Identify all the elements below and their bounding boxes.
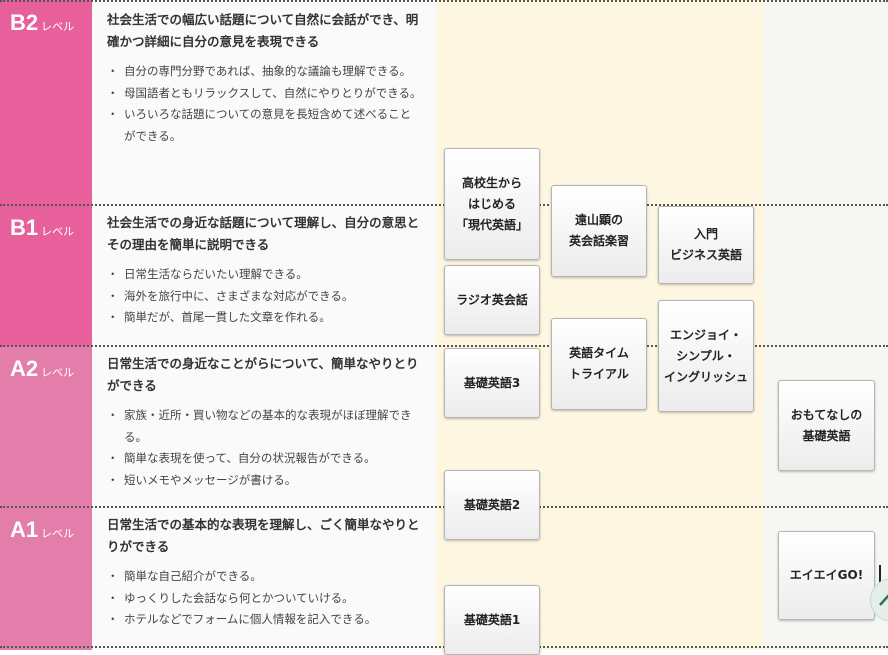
- level-a2-can-do-list: 家族・近所・買い物などの基本的な表現がほぼ理解できる。 簡単な表現を使って、自分…: [107, 405, 422, 491]
- list-item: 日常生活ならだいたい理解できる。: [107, 264, 422, 286]
- level-b2-code: B2: [10, 10, 39, 35]
- course-kiso-eigo-3-button[interactable]: 基礎英語3: [444, 348, 540, 418]
- course-radio-eikaiwa-button[interactable]: ラジオ英会話: [444, 265, 540, 335]
- course-nyumon-business-button[interactable]: 入門 ビジネス英語: [658, 206, 754, 284]
- list-item: 短いメモやメッセージが書ける。: [107, 470, 422, 492]
- course-kiso-eigo-2-button[interactable]: 基礎英語2: [444, 470, 540, 540]
- course-label: 基礎英語2: [463, 497, 521, 512]
- level-a2-code: A2: [10, 356, 39, 381]
- course-label: 入門 ビジネス英語: [669, 227, 742, 262]
- course-label: 基礎英語1: [463, 612, 521, 627]
- list-item: 簡単な自己紹介ができる。: [107, 566, 422, 588]
- course-omotenashi-button[interactable]: おもてなしの 基礎英語: [778, 380, 875, 471]
- list-item: 簡単な表現を使って、自分の状況報告ができる。: [107, 448, 422, 470]
- course-eigo-time-trial-button[interactable]: 英語タイム トライアル: [551, 318, 647, 410]
- list-item: 家族・近所・買い物などの基本的な表現がほぼ理解できる。: [107, 405, 422, 448]
- course-eieigo-button[interactable]: エイエイGO!: [778, 531, 875, 620]
- course-label: 英語タイム トライアル: [569, 346, 629, 381]
- course-toyama-eikaiwa-button[interactable]: 遠山顕の 英会話楽習: [551, 185, 647, 277]
- list-item: ゆっくりした会話なら何とかついていける。: [107, 588, 422, 610]
- level-a1-can-do-list: 簡単な自己紹介ができる。 ゆっくりした会話なら何とかついていける。 ホテルなどで…: [107, 566, 422, 631]
- level-b1-suffix: レベル: [41, 225, 75, 238]
- level-a2-description: 日常生活での身近なことがらについて、簡単なやりとりができる 家族・近所・買い物な…: [107, 353, 422, 491]
- level-b2-heading: 社会生活での幅広い話題について自然に会話ができ、明確かつ詳細に自分の意見を表現で…: [107, 12, 419, 49]
- course-gendai-eigo-button[interactable]: 高校生から はじめる 「現代英語」: [444, 148, 540, 260]
- level-b1-description: 社会生活での身近な話題について理解し、自分の意思とその理由を簡単に説明できる 日…: [107, 212, 422, 329]
- course-label: エイエイGO!: [789, 568, 864, 582]
- level-b1-heading: 社会生活での身近な話題について理解し、自分の意思とその理由を簡単に説明できる: [107, 215, 420, 252]
- text-cursor: [879, 565, 881, 587]
- level-a1-heading: 日常生活での基本的な表現を理解し、ごく簡単なやりとりができる: [107, 517, 420, 554]
- list-item: 簡単だが、首尾一貫した文章を作れる。: [107, 307, 422, 329]
- course-label: 遠山顕の 英会話楽習: [568, 213, 629, 248]
- course-kiso-eigo-1-button[interactable]: 基礎英語1: [444, 585, 540, 655]
- level-divider: [0, 0, 888, 2]
- level-a2-heading: 日常生活での身近なことがらについて、簡単なやりとりができる: [107, 356, 419, 393]
- level-b1-code: B1: [10, 215, 39, 240]
- course-label: 基礎英語3: [463, 375, 521, 390]
- course-label: 高校生から はじめる 「現代英語」: [455, 175, 528, 232]
- list-item: いろいろな話題についての意見を長短含めて述べることができる。: [107, 104, 422, 147]
- list-item: 海外を旅行中に、さまざまな対応ができる。: [107, 286, 422, 308]
- level-b2-description: 社会生活での幅広い話題について自然に会話ができ、明確かつ詳細に自分の意見を表現で…: [107, 9, 422, 147]
- course-label: ラジオ英会話: [456, 292, 528, 307]
- chevron-up-icon: [879, 594, 888, 606]
- level-a1-suffix: レベル: [41, 527, 75, 540]
- level-a2-suffix: レベル: [41, 366, 75, 379]
- course-label: エンジョイ・ シンプル・ イングリッシュ: [663, 327, 748, 384]
- level-b2-suffix: レベル: [41, 20, 75, 33]
- level-b1-can-do-list: 日常生活ならだいたい理解できる。 海外を旅行中に、さまざまな対応ができる。 簡単…: [107, 264, 422, 329]
- list-item: 母国語者ともリラックスして、自然にやりとりができる。: [107, 83, 422, 105]
- course-label: おもてなしの 基礎英語: [790, 407, 863, 443]
- level-b2-can-do-list: 自分の専門分野であれば、抽象的な議論も理解できる。 母国語者ともリラックスして、…: [107, 61, 422, 147]
- level-a1-description: 日常生活での基本的な表現を理解し、ごく簡単なやりとりができる 簡単な自己紹介がで…: [107, 514, 422, 631]
- list-item: ホテルなどでフォームに個人情報を記入できる。: [107, 609, 422, 631]
- level-divider: [0, 345, 888, 347]
- list-item: 自分の専門分野であれば、抽象的な議論も理解できる。: [107, 61, 422, 83]
- level-a1-code: A1: [10, 517, 39, 542]
- course-enjoy-simple-english-button[interactable]: エンジョイ・ シンプル・ イングリッシュ: [658, 300, 754, 412]
